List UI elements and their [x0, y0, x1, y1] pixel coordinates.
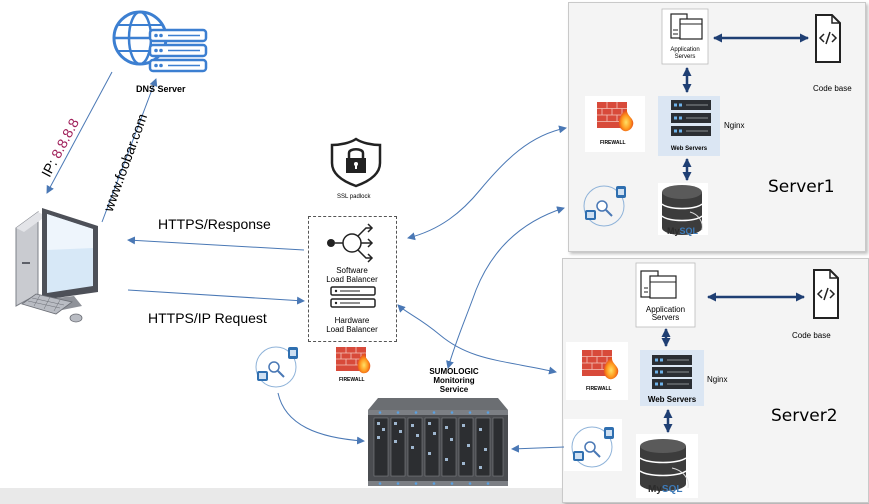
mysql-sql: SQL — [661, 484, 683, 495]
server2-app-label-2: Servers — [651, 313, 680, 322]
globe-server-icon — [112, 10, 208, 73]
https-request-label: HTTPS/IP Request — [148, 310, 267, 326]
server1-app-label-2: Servers — [674, 54, 696, 60]
server2-app-label-1: Application — [645, 305, 686, 314]
firewall-label: FIREWALL — [339, 377, 365, 383]
server1-app-label-1: Application — [670, 47, 700, 53]
computer-icon — [15, 208, 98, 323]
arrow-server2-monitor — [511, 444, 565, 453]
hardware-lb-label-2: Load Balancer — [326, 325, 378, 334]
firewall-icon — [336, 347, 371, 374]
code-file-icon — [815, 14, 841, 63]
server1-title: Server1 — [768, 177, 835, 197]
arrow-https-response — [127, 236, 305, 251]
rack-server-icon — [368, 398, 508, 486]
application-server-icon — [661, 8, 709, 65]
server2-web-servers-label: Web Servers — [647, 395, 697, 404]
monitoring-icon — [583, 185, 626, 227]
ssl-padlock-icon — [330, 137, 382, 188]
sumologic-label-1: SUMOLOGIC — [429, 367, 479, 376]
application-server-icon — [635, 262, 696, 328]
server2-mysql-label: MySQL — [648, 484, 682, 495]
arrow-client-to-dns — [101, 78, 158, 223]
software-lb-label-1: Software — [336, 266, 368, 275]
arrow-https-request — [127, 289, 305, 305]
arrow-dns-to-client — [46, 71, 113, 194]
server2-firewall-label: FIREWALL — [586, 386, 612, 392]
server1-firewall-label: FIREWALL — [600, 140, 626, 146]
arrow-server1-monitor — [446, 206, 565, 369]
server1-nginx-label: Nginx — [724, 121, 745, 130]
https-response-label: HTTPS/Response — [158, 216, 271, 232]
server2-nginx-label: Nginx — [707, 375, 728, 384]
network-node-icon — [327, 223, 374, 263]
load-balancer-box — [308, 216, 397, 342]
web-server-icon — [658, 96, 720, 156]
server1-mysql-label: MySQL — [667, 226, 698, 236]
software-lb-label-2: Load Balancer — [326, 275, 378, 284]
sumologic-label-3: Service — [439, 385, 469, 394]
monitoring-icon — [564, 419, 622, 471]
mysql-sql: SQL — [679, 226, 699, 236]
monitoring-icon — [255, 346, 298, 388]
server2-title: Server2 — [771, 406, 838, 426]
mysql-database-icon — [658, 183, 708, 235]
dns-server-label: DNS Server — [136, 84, 186, 94]
server1-code-base-label: Code base — [813, 84, 852, 93]
code-file-icon — [813, 269, 839, 319]
server1-web-servers-label: Web Servers — [670, 146, 708, 152]
mysql-database-icon — [636, 434, 698, 498]
sumologic-label-2: Monitoring — [433, 376, 475, 385]
mysql-my: My — [667, 226, 680, 236]
mysql-my: My — [648, 484, 662, 495]
arrow-monitor-to-rack — [277, 392, 365, 445]
arrow-server2-to-lb — [397, 304, 557, 375]
web-server-icon — [640, 350, 704, 406]
server2-code-base-label: Code base — [792, 331, 831, 340]
hardware-lb-label-1: Hardware — [334, 316, 370, 325]
hardware-lb-icon — [330, 286, 376, 308]
firewall-icon — [585, 96, 645, 152]
ssl-padlock-label: SSL padlock — [337, 194, 371, 200]
arrow-server1-to-lb — [407, 125, 567, 241]
firewall-icon — [566, 342, 628, 400]
